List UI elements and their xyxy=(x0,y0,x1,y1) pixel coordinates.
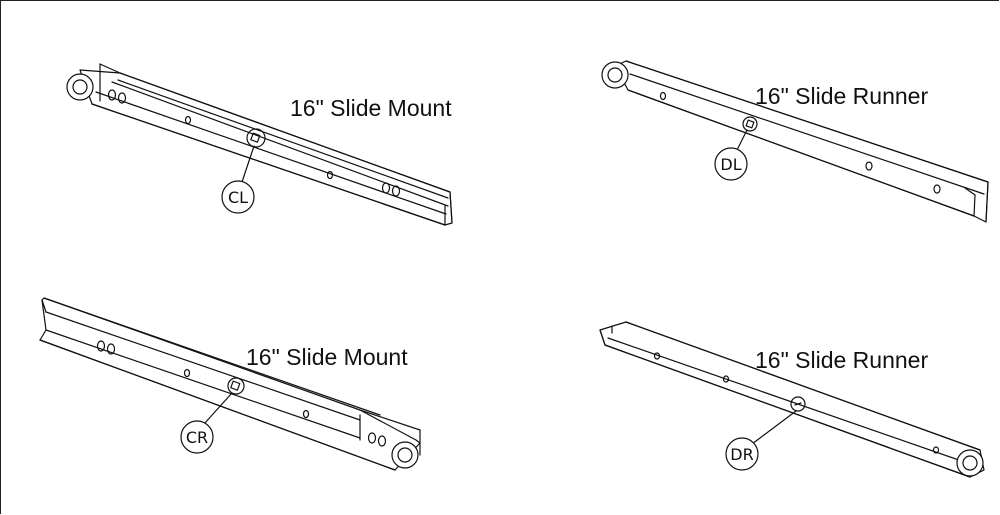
callout-dr-text: DR xyxy=(730,445,753,464)
part-title-cl: 16" Slide Mount xyxy=(290,95,452,121)
slide-mount-cl xyxy=(66,63,453,226)
callout-dl-text: DL xyxy=(720,155,741,174)
callout-cl-text: CL xyxy=(228,188,248,207)
callout-cr-text: CR xyxy=(186,428,208,447)
callout-cl: CL xyxy=(221,145,255,214)
slide-mount-cr xyxy=(39,297,421,471)
part-title-cr: 16" Slide Mount xyxy=(246,344,408,370)
part-title-dl: 16" Slide Runner xyxy=(755,83,929,109)
slide-runner-dl xyxy=(601,60,989,223)
callout-dl: DL xyxy=(714,129,748,181)
slide-runner-dr xyxy=(599,321,985,478)
callout-cr: CR xyxy=(180,392,233,454)
callout-dr: DR xyxy=(725,410,797,471)
part-title-dr: 16" Slide Runner xyxy=(755,347,929,373)
